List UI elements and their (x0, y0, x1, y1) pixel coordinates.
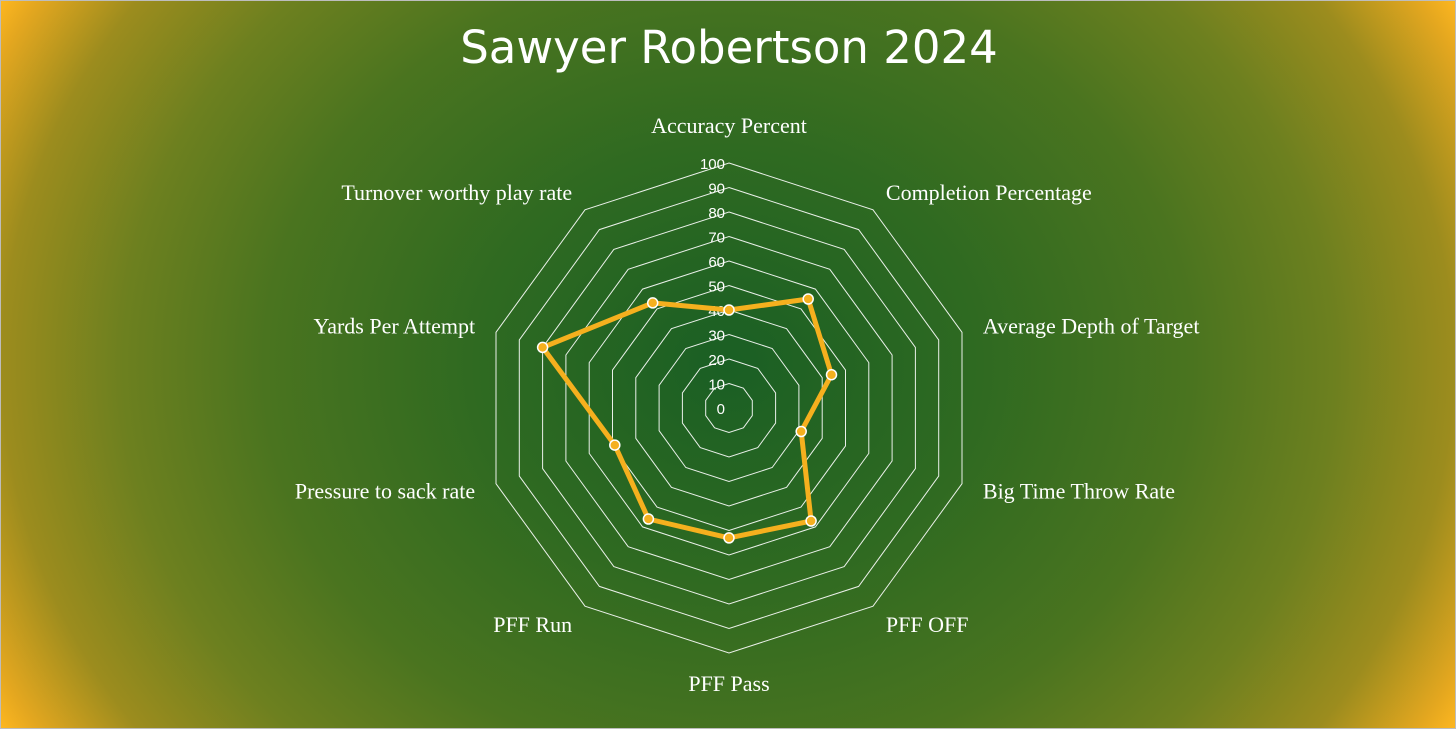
grid-ring-100 (495, 162, 963, 654)
data-point (795, 425, 807, 438)
grid-ring-40 (635, 309, 823, 507)
axis-label: Big Time Throw Rate (983, 479, 1175, 504)
grid-ring-20 (681, 358, 777, 458)
series-line (540, 296, 834, 541)
tick-label: 0 (717, 401, 725, 418)
data-point (802, 293, 814, 305)
tick-label: 70 (708, 230, 725, 247)
tick-label: 50 (708, 279, 725, 296)
axis-label: Average Depth of Target (983, 314, 1200, 339)
data-point (646, 297, 659, 309)
grid-ring-80 (542, 211, 916, 605)
radar-grid (495, 162, 963, 654)
axis-label: PFF Pass (688, 671, 769, 696)
data-point (723, 304, 735, 316)
data-point (825, 368, 838, 381)
grid-ring-30 (658, 333, 800, 483)
axis-label: Yards Per Attempt (314, 314, 476, 339)
data-point (642, 513, 655, 525)
grid-ring-60 (588, 260, 870, 556)
axis-label: PFF Run (493, 612, 572, 637)
grid-ring-70 (565, 235, 893, 581)
tick-label: 90 (708, 181, 725, 198)
chart-title: Sawyer Robertson 2024 (460, 21, 998, 74)
data-point (609, 439, 621, 451)
tick-label: 100 (700, 156, 725, 173)
grid-ring-10 (705, 382, 753, 434)
data-point (805, 515, 817, 527)
data-point (723, 532, 735, 544)
grid-ring-50 (612, 284, 846, 532)
tick-label: 20 (708, 352, 725, 369)
grid-ring-90 (518, 186, 940, 630)
tick-label: 30 (708, 328, 725, 345)
axis-label: PFF OFF (886, 612, 969, 637)
axis-label: Accuracy Percent (651, 113, 807, 138)
tick-label: 80 (708, 205, 725, 222)
tick-label: 10 (708, 377, 725, 394)
axis-label: Turnover worthy play rate (341, 180, 572, 205)
data-point (536, 341, 549, 354)
radar-series (536, 293, 838, 544)
tick-label: 60 (708, 254, 725, 271)
axis-label: Pressure to sack rate (295, 479, 475, 504)
axis-label: Completion Percentage (886, 180, 1092, 205)
